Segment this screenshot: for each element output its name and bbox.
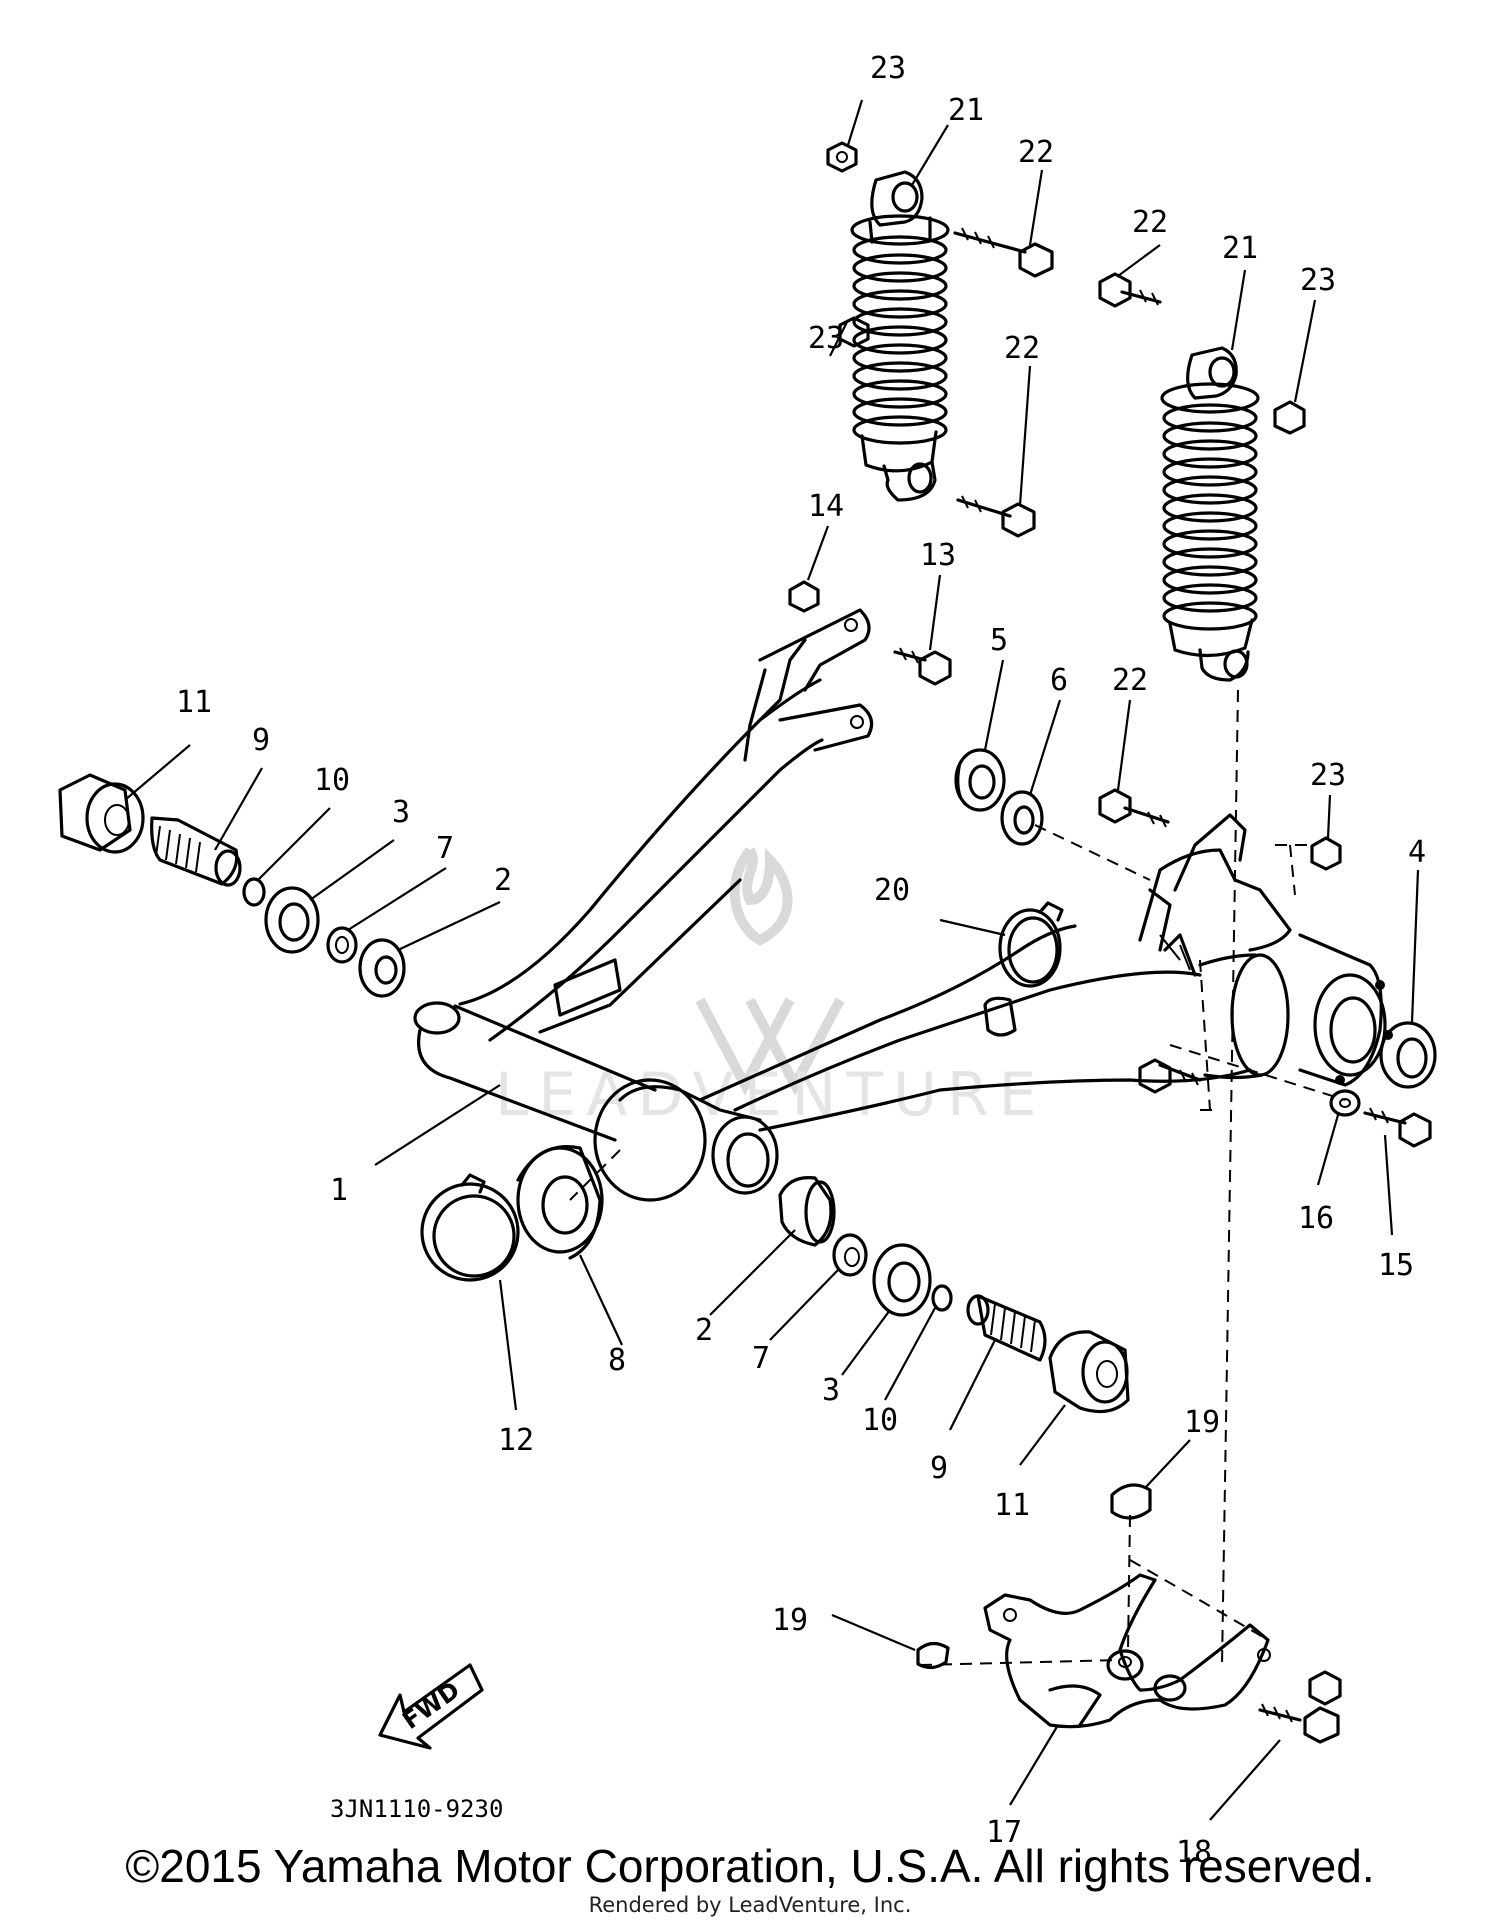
nut-11-left — [58, 773, 145, 854]
cap-19-top — [1110, 1483, 1152, 1520]
bolt-13 — [893, 647, 952, 686]
bearing-3-right — [872, 1243, 932, 1317]
callout-11: 11 — [994, 1488, 1030, 1523]
callout-7: 7 — [752, 1341, 770, 1376]
callout-numbers: 23 21 22 22 21 23 23 22 14 13 5 6 22 23 … — [176, 51, 1426, 1870]
bolt-15 — [1363, 1107, 1432, 1148]
callout-12: 12 — [498, 1423, 534, 1458]
nut-11-right — [1048, 1330, 1130, 1414]
callout-22: 22 — [1004, 331, 1040, 366]
rear-axle-housing — [1138, 813, 1393, 1087]
bolt-22-top — [953, 227, 1054, 278]
bolt-18 — [1258, 1703, 1340, 1744]
callout-23: 23 — [1310, 758, 1346, 793]
swingarm — [413, 608, 1290, 1202]
washer-16 — [1329, 1089, 1361, 1117]
nut-14 — [788, 580, 820, 613]
bushing-2-right — [778, 1176, 836, 1247]
callout-7: 7 — [436, 831, 454, 866]
fwd-label: FWD — [397, 1676, 465, 1735]
callout-21: 21 — [948, 93, 984, 128]
callout-21: 21 — [1222, 231, 1258, 266]
callout-10: 10 — [314, 763, 350, 798]
callout-19: 19 — [1184, 1405, 1220, 1440]
rendered-by-label: Rendered by LeadVenture, Inc. — [588, 1893, 912, 1917]
cap-19-left — [916, 1641, 950, 1670]
copyright-notice: ©2015 Yamaha Motor Corporation, U.S.A. A… — [125, 1840, 1375, 1892]
leader-lines — [124, 99, 1420, 1821]
boot-8 — [516, 1145, 604, 1260]
nut-23-top-right — [1273, 400, 1306, 435]
diagram-code: 3JN1110-9230 — [330, 1795, 503, 1823]
callout-9: 9 — [930, 1451, 948, 1486]
callout-5: 5 — [990, 623, 1008, 658]
nut-23-top-left — [826, 141, 858, 173]
bearing-5 — [954, 748, 1006, 812]
callout-15: 15 — [1378, 1248, 1414, 1283]
bolt-lower-left — [1138, 1058, 1202, 1094]
callout-23: 23 — [808, 321, 844, 356]
callout-3: 3 — [392, 795, 410, 830]
bolt-22-right-top — [1098, 272, 1162, 308]
callout-1: 1 — [330, 1173, 348, 1208]
assembly-lines — [569, 689, 1346, 1666]
callout-18: 18 — [1176, 1835, 1212, 1870]
seal-4 — [1379, 1021, 1437, 1089]
callout-13: 13 — [920, 538, 956, 573]
collar-7-right — [832, 1233, 868, 1277]
bearing-3-left — [264, 886, 320, 954]
callout-10: 10 — [862, 1403, 898, 1438]
callout-11: 11 — [176, 685, 212, 720]
bolt-22-mid — [956, 495, 1036, 538]
nut-23-mid-left — [838, 316, 870, 348]
callout-22: 22 — [1018, 135, 1054, 170]
callout-2: 2 — [494, 863, 512, 898]
callout-16: 16 — [1298, 1201, 1334, 1236]
callout-8: 8 — [608, 1343, 626, 1378]
callout-6: 6 — [1050, 663, 1068, 698]
callout-22: 22 — [1132, 205, 1168, 240]
seal-6 — [1000, 790, 1044, 846]
callout-2: 2 — [695, 1313, 713, 1348]
pivot-shaft-9-right — [966, 1294, 1047, 1362]
callout-19: 19 — [772, 1603, 808, 1638]
callout-3: 3 — [822, 1373, 840, 1408]
callout-23: 23 — [1300, 263, 1336, 298]
callout-9: 9 — [252, 723, 270, 758]
bushing-2-left — [358, 938, 406, 998]
bolt-22-right-mid — [1098, 788, 1170, 828]
callout-17: 17 — [986, 1815, 1022, 1850]
callout-20: 20 — [874, 873, 910, 908]
nut-23-right — [1310, 836, 1342, 871]
clamp-12 — [420, 1173, 520, 1282]
lower-guard-17 — [983, 1573, 1271, 1729]
rear-shock-absorber-right — [1160, 346, 1260, 682]
pivot-shaft-9-left — [150, 816, 242, 887]
o-ring-10-right — [931, 1284, 953, 1312]
callout-14: 14 — [808, 489, 844, 524]
callout-4: 4 — [1408, 835, 1426, 870]
rear-shock-absorber-left — [850, 170, 950, 502]
callout-22: 22 — [1112, 663, 1148, 698]
collar-7-left — [326, 926, 358, 964]
callout-23: 23 — [870, 51, 906, 86]
nut-lower-right — [1308, 1670, 1342, 1706]
fwd-arrow-icon: FWD — [378, 1663, 484, 1750]
clamp-20 — [998, 901, 1064, 988]
o-ring-10-left — [242, 877, 266, 907]
